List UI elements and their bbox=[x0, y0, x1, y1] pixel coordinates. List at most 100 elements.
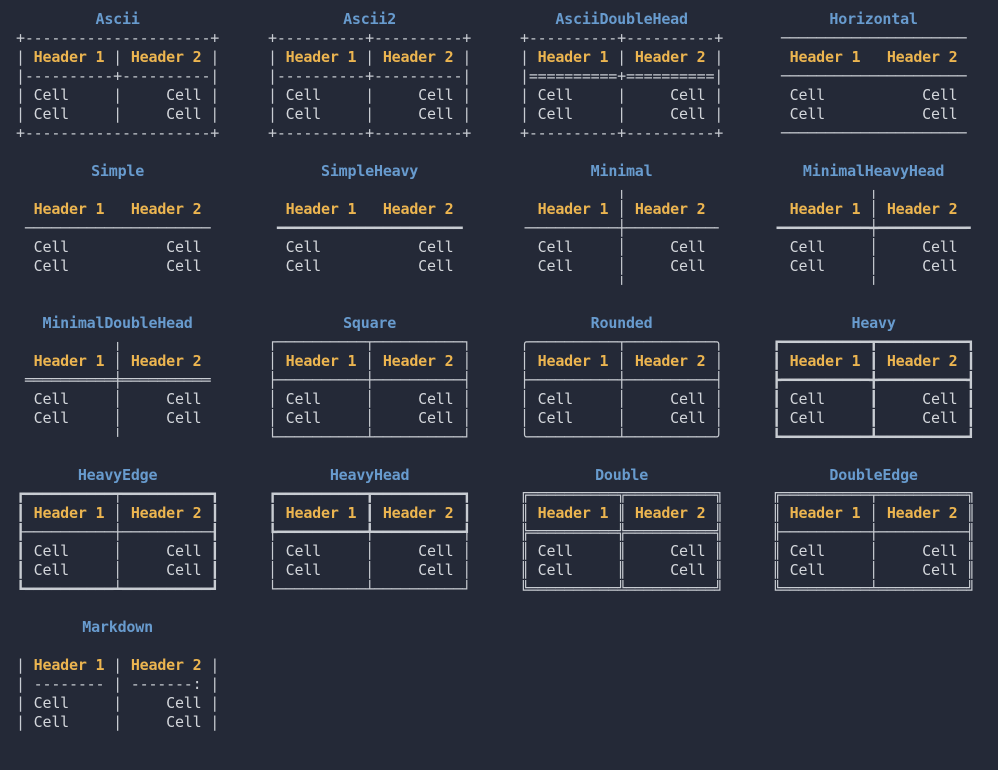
table-ascii-art: | Header 1 | Header 2 || -------- | ----… bbox=[16, 637, 219, 751]
border-glyphs: | bbox=[573, 86, 671, 104]
border-glyphs: ┃ bbox=[772, 409, 790, 427]
table-simpleheavy: SimpleHeavy Header 1 Header 2 ━━━━━━━━━━… bbox=[268, 162, 471, 314]
table-line: └──────────┴──────────┘ bbox=[268, 580, 471, 599]
table-line: | Cell | Cell | bbox=[520, 105, 723, 124]
table-ascii-art: ┏━━━━━━━━━━┳━━━━━━━━━━┓┃ Header 1 ┃ Head… bbox=[268, 485, 471, 599]
border-glyphs: ┃ bbox=[860, 352, 887, 370]
table-line: ┃ Cell ┃ Cell ┃ bbox=[772, 390, 975, 409]
header-text: Header 1 bbox=[537, 504, 609, 522]
border-glyphs: ┃ bbox=[201, 561, 220, 579]
table-line: ┏━━━━━━━━━━┯━━━━━━━━━━┓ bbox=[16, 485, 219, 504]
table-line: ───────────────────── bbox=[16, 219, 219, 238]
header-text: Header 1 bbox=[789, 48, 861, 66]
cell-text: Cell bbox=[537, 238, 574, 256]
border-glyphs: | bbox=[453, 105, 472, 123]
table-line: ┡━━━━━━━━━━╇━━━━━━━━━━┩ bbox=[268, 523, 471, 542]
border-glyphs: │ bbox=[860, 200, 887, 218]
table-line: Header 1 │ Header 2 bbox=[772, 200, 975, 219]
table-line: ┠──────────┼──────────┨ bbox=[16, 523, 219, 542]
table-ascii-art: ╭──────────┬──────────╮│ Header 1 │ Head… bbox=[520, 333, 723, 447]
border-glyphs: ╷ bbox=[16, 333, 220, 351]
table-line: │ Cell │ Cell │ bbox=[268, 561, 471, 580]
border-glyphs: ┃ bbox=[957, 352, 976, 370]
border-glyphs: ╶──────────┼──────────╴ bbox=[520, 219, 724, 237]
table-title: HeavyHead bbox=[329, 466, 410, 484]
border-glyphs bbox=[356, 200, 383, 218]
border-glyphs: | bbox=[69, 694, 167, 712]
border-glyphs: │ bbox=[453, 542, 472, 560]
table-ascii-art: ╷ Header 1 │ Header 2 ╶──────────┼──────… bbox=[520, 181, 723, 295]
border-glyphs: ┠──────────┼──────────┨ bbox=[16, 523, 220, 541]
cell-text: Cell bbox=[33, 542, 70, 560]
border-glyphs bbox=[825, 105, 922, 123]
table-title: Markdown bbox=[82, 618, 153, 636]
border-glyphs: │ bbox=[268, 542, 286, 560]
border-glyphs: | bbox=[16, 656, 34, 674]
table-title: HeavyEdge bbox=[77, 466, 158, 484]
header-text: Header 2 bbox=[634, 504, 706, 522]
cell-text: Cell bbox=[418, 238, 454, 256]
table-line: ╵ bbox=[520, 276, 723, 295]
border-glyphs: |==========+==========| bbox=[520, 67, 724, 85]
border-glyphs: ╟──────────┼──────────╢ bbox=[772, 523, 976, 541]
border-glyphs: ╵ bbox=[16, 428, 220, 446]
border-glyphs: | bbox=[16, 713, 34, 731]
header-text: Header 2 bbox=[382, 48, 454, 66]
border-glyphs: ┗━━━━━━━━━━┻━━━━━━━━━━┛ bbox=[772, 428, 976, 446]
table-ascii-art: ╔══════════╦══════════╗║ Header 1 ║ Head… bbox=[520, 485, 723, 599]
border-glyphs: | bbox=[69, 86, 167, 104]
border-glyphs bbox=[772, 238, 790, 256]
table-line: Cell │ Cell bbox=[772, 238, 975, 257]
cell-text: Cell bbox=[166, 561, 202, 579]
cell-text: Cell bbox=[33, 713, 70, 731]
table-double: Double╔══════════╦══════════╗║ Header 1 … bbox=[520, 466, 723, 618]
table-title: SimpleHeavy bbox=[321, 162, 419, 180]
border-glyphs: |----------+----------| bbox=[268, 67, 472, 85]
border-glyphs bbox=[268, 181, 471, 199]
border-glyphs bbox=[16, 276, 219, 294]
table-line: ╔══════════╦══════════╗ bbox=[520, 485, 723, 504]
border-glyphs bbox=[321, 257, 418, 275]
border-glyphs: │ bbox=[268, 561, 286, 579]
border-glyphs: │ bbox=[321, 542, 419, 560]
border-glyphs: ├──────────┼──────────┤ bbox=[520, 371, 724, 389]
table-line: Cell Cell bbox=[772, 105, 975, 124]
table-line: ║ Cell │ Cell ║ bbox=[772, 542, 975, 561]
table-ascii-art: ╔══════════╤══════════╗║ Header 1 │ Head… bbox=[772, 485, 975, 599]
border-glyphs: └──────────┴──────────┘ bbox=[268, 580, 472, 598]
border-glyphs: ───────────────────── bbox=[16, 219, 220, 237]
border-glyphs bbox=[16, 200, 34, 218]
border-glyphs: │ bbox=[453, 352, 472, 370]
border-glyphs: ━━━━━━━━━━━━━━━━━━━━━ bbox=[268, 219, 472, 237]
table-line: ───────────────────── bbox=[772, 29, 975, 48]
table-line bbox=[268, 276, 471, 295]
border-glyphs: | bbox=[453, 48, 472, 66]
border-glyphs: ┡━━━━━━━━━━╇━━━━━━━━━━┩ bbox=[268, 523, 472, 541]
border-glyphs: │ bbox=[453, 409, 472, 427]
border-glyphs: | -------- | -------: | bbox=[16, 675, 220, 693]
border-glyphs bbox=[268, 257, 286, 275]
table-line: ┗━━━━━━━━━━┻━━━━━━━━━━┛ bbox=[772, 428, 975, 447]
border-glyphs: | bbox=[608, 48, 635, 66]
border-glyphs: │ bbox=[825, 238, 923, 256]
border-glyphs: │ bbox=[453, 390, 472, 408]
table-line: ───────────────────── bbox=[772, 67, 975, 86]
cell-text: Cell bbox=[922, 390, 958, 408]
table-line: │ Cell │ Cell │ bbox=[268, 542, 471, 561]
cell-text: Cell bbox=[537, 409, 574, 427]
cell-text: Cell bbox=[33, 105, 70, 123]
header-text: Header 1 bbox=[285, 48, 357, 66]
border-glyphs: | bbox=[201, 656, 220, 674]
border-glyphs bbox=[772, 86, 790, 104]
cell-text: Cell bbox=[670, 257, 706, 275]
table-title: Heavy bbox=[851, 314, 896, 332]
table-ascii-art: ───────────────────── Header 1 Header 2 … bbox=[772, 29, 975, 143]
cell-text: Cell bbox=[670, 390, 706, 408]
table-line: +---------------------+ bbox=[16, 124, 219, 143]
cell-text: Cell bbox=[166, 86, 202, 104]
border-glyphs: ║ bbox=[772, 561, 790, 579]
table-title: Square bbox=[343, 314, 397, 332]
table-line: ┣━━━━━━━━━━╋━━━━━━━━━━┫ bbox=[772, 371, 975, 390]
border-glyphs bbox=[520, 238, 538, 256]
border-glyphs: | bbox=[201, 694, 220, 712]
